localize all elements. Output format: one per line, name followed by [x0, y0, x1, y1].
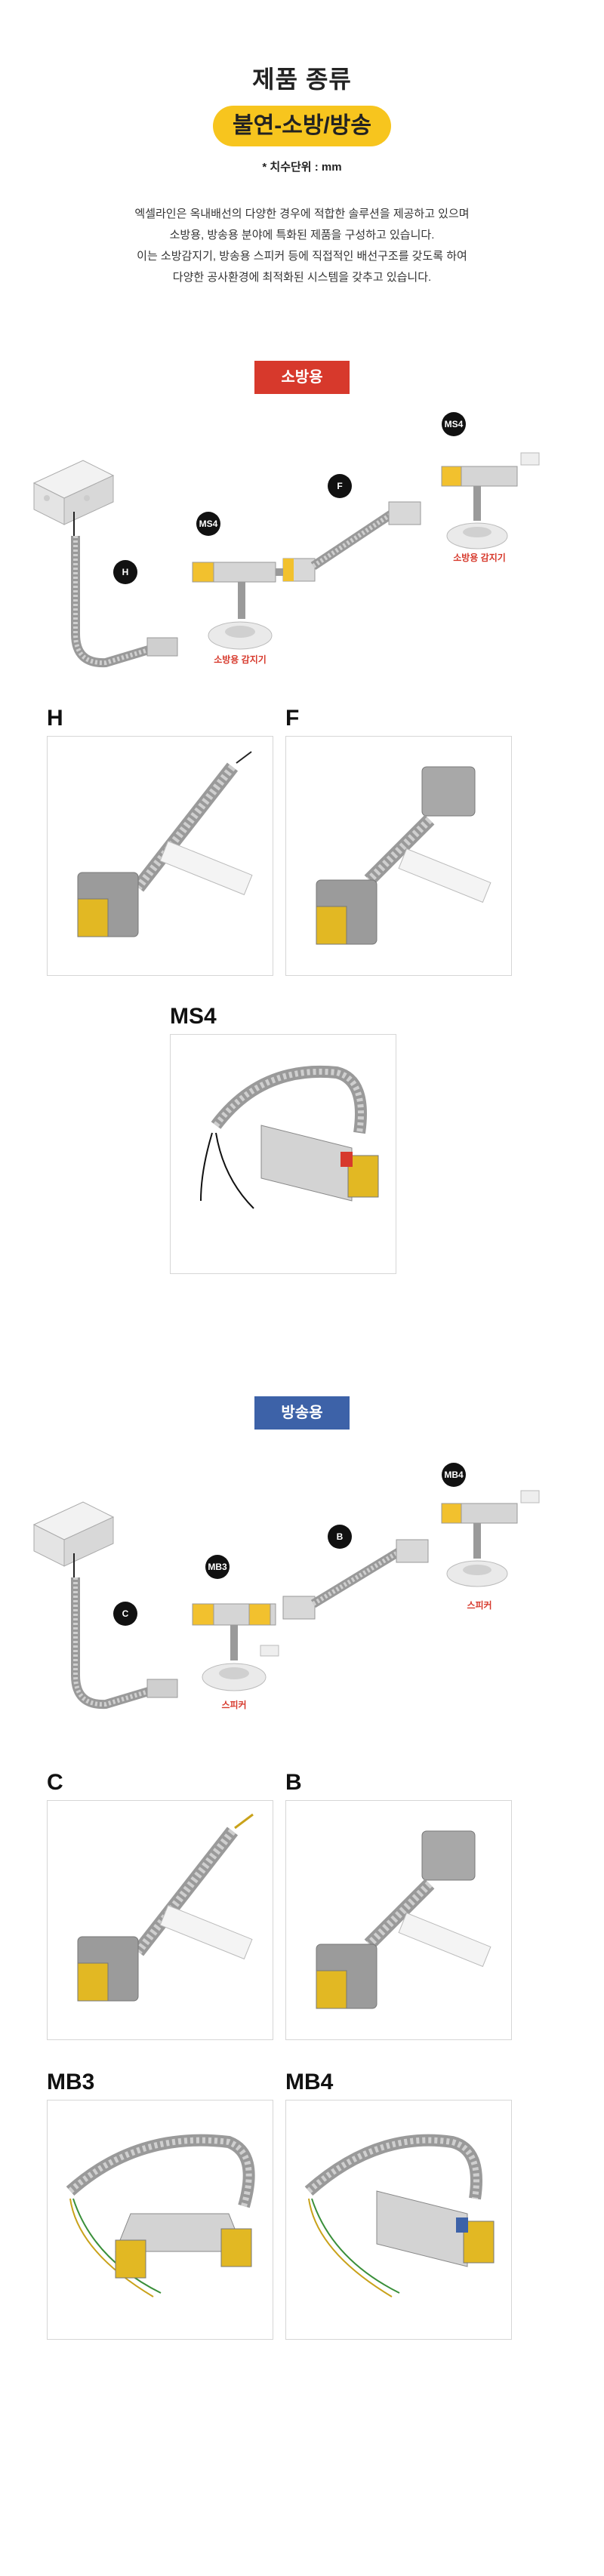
node-f: F — [328, 474, 352, 498]
page-title: 제품 종류 — [252, 66, 352, 93]
connector-h-illustration — [77, 751, 253, 937]
connector-ms4-illustration — [200, 1065, 379, 1209]
broadcast-wiring-diagram — [32, 1490, 540, 1710]
caption-speaker-left: 스피커 — [221, 1700, 247, 1710]
description-line-4: 다양한 공사환경에 최적화된 시스템을 갖추고 있습니다. — [172, 271, 432, 284]
description-line-3: 이는 소방감지기, 방송용 스피커 등에 직접적인 배선구조를 갖도록 하여 — [137, 250, 467, 263]
description-line-2: 소방용, 방송용 분야에 특화된 제품을 구성하고 있습니다. — [169, 229, 435, 242]
node-mb4: MB4 — [442, 1463, 466, 1487]
node-h: H — [113, 560, 137, 584]
connector-mb4-illustration — [304, 2134, 495, 2297]
caption-detector-right: 소방용 감지기 — [453, 552, 506, 563]
unit-note: * 치수단위 : mm — [262, 161, 342, 174]
product-label-mb3: MB3 — [47, 2070, 95, 2094]
product-card-c — [47, 1800, 273, 2040]
fire-wiring-diagram — [32, 452, 540, 668]
node-c: C — [113, 1602, 137, 1626]
product-card-mb4 — [285, 2100, 512, 2340]
product-card-ms4 — [170, 1034, 396, 1274]
connector-f-illustration — [316, 766, 492, 945]
product-card-h — [47, 736, 273, 976]
product-label-f: F — [285, 706, 300, 731]
product-label-b: B — [285, 1770, 302, 1795]
product-label-c: C — [47, 1770, 63, 1795]
product-label-h: H — [47, 706, 63, 731]
caption-speaker-right: 스피커 — [467, 1600, 492, 1611]
description-line-1: 엑셀라인은 옥내배선의 다양한 경우에 적합한 솔루션을 제공하고 있으며 — [134, 208, 470, 220]
connector-mb3-illustration — [66, 2134, 255, 2297]
category-pill: 불연-소방/방송 — [213, 106, 391, 146]
connector-b-illustration — [316, 1830, 492, 2009]
junction-box-icon — [32, 460, 115, 525]
product-label-ms4: MS4 — [170, 1004, 217, 1029]
product-card-b — [285, 1800, 512, 2040]
broadcast-section-badge: 방송용 — [254, 1396, 350, 1430]
connector-c-illustration — [77, 1813, 254, 2002]
node-ms4-right: MS4 — [442, 412, 466, 436]
fire-section-badge: 소방용 — [254, 361, 350, 394]
node-ms4-left: MS4 — [196, 512, 220, 536]
node-mb3: MB3 — [205, 1555, 230, 1579]
junction-box-icon — [32, 1501, 115, 1567]
node-b: B — [328, 1525, 352, 1549]
product-label-mb4: MB4 — [285, 2070, 334, 2094]
caption-detector-left: 소방용 감지기 — [214, 654, 267, 665]
product-card-mb3 — [47, 2100, 273, 2340]
product-card-f — [285, 736, 512, 976]
